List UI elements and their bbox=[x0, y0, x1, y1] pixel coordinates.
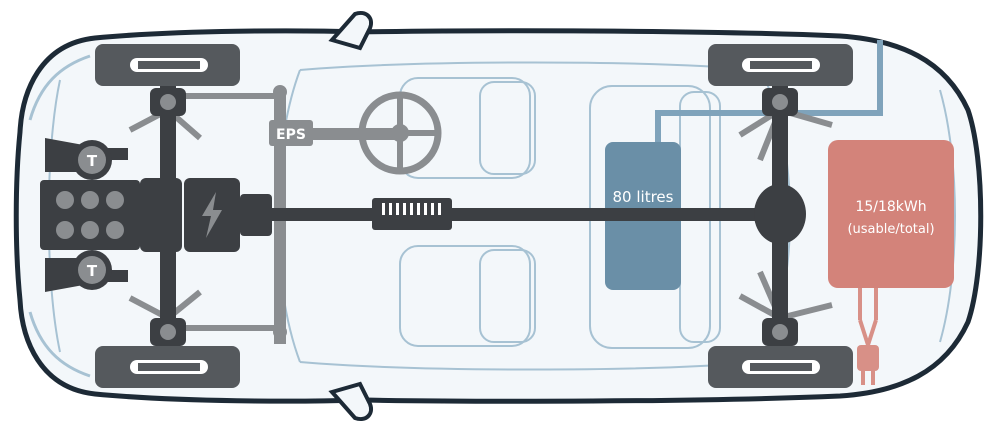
battery-note-label: (usable/total) bbox=[847, 222, 934, 237]
shaft-coupling bbox=[372, 198, 452, 230]
mirror-bottom bbox=[328, 381, 373, 421]
motor-coupler bbox=[240, 194, 272, 236]
charge-plug bbox=[857, 345, 879, 371]
wheel-rear-top bbox=[708, 44, 853, 86]
rear-differential bbox=[754, 184, 806, 244]
headlight-bottom bbox=[28, 311, 91, 378]
turbo-bottom-label: T bbox=[87, 262, 98, 280]
front-seat-top-back bbox=[479, 81, 536, 175]
fuel-tank-label: 80 litres bbox=[613, 188, 674, 206]
front-seat-bottom-back bbox=[479, 249, 536, 343]
battery-capacity-label: 15/18kWh bbox=[855, 199, 926, 215]
eps-box bbox=[269, 120, 313, 146]
eps-label: EPS bbox=[276, 127, 306, 143]
headlight-top bbox=[28, 54, 91, 121]
wheel-front-top bbox=[95, 44, 240, 86]
charge-cable bbox=[857, 288, 879, 385]
wheel-rear-bottom bbox=[708, 346, 853, 388]
mirror-top bbox=[328, 11, 373, 51]
battery-pack bbox=[828, 140, 954, 288]
drive-shaft bbox=[270, 208, 770, 221]
plug-pin-right bbox=[871, 371, 875, 385]
transmission bbox=[140, 178, 182, 252]
turbo-top-label: T bbox=[87, 152, 98, 170]
trunk-line bbox=[939, 89, 956, 343]
engine bbox=[40, 178, 272, 252]
front-seat-bottom bbox=[399, 245, 531, 347]
plug-pin-left bbox=[861, 371, 865, 385]
turbo-top: T bbox=[45, 138, 128, 180]
engine-cylinders bbox=[56, 191, 124, 239]
turbo-bottom: T bbox=[45, 250, 128, 292]
engine-block bbox=[40, 180, 140, 250]
wheel-front-bottom bbox=[95, 346, 240, 388]
lightning-bolt-icon bbox=[202, 192, 222, 238]
